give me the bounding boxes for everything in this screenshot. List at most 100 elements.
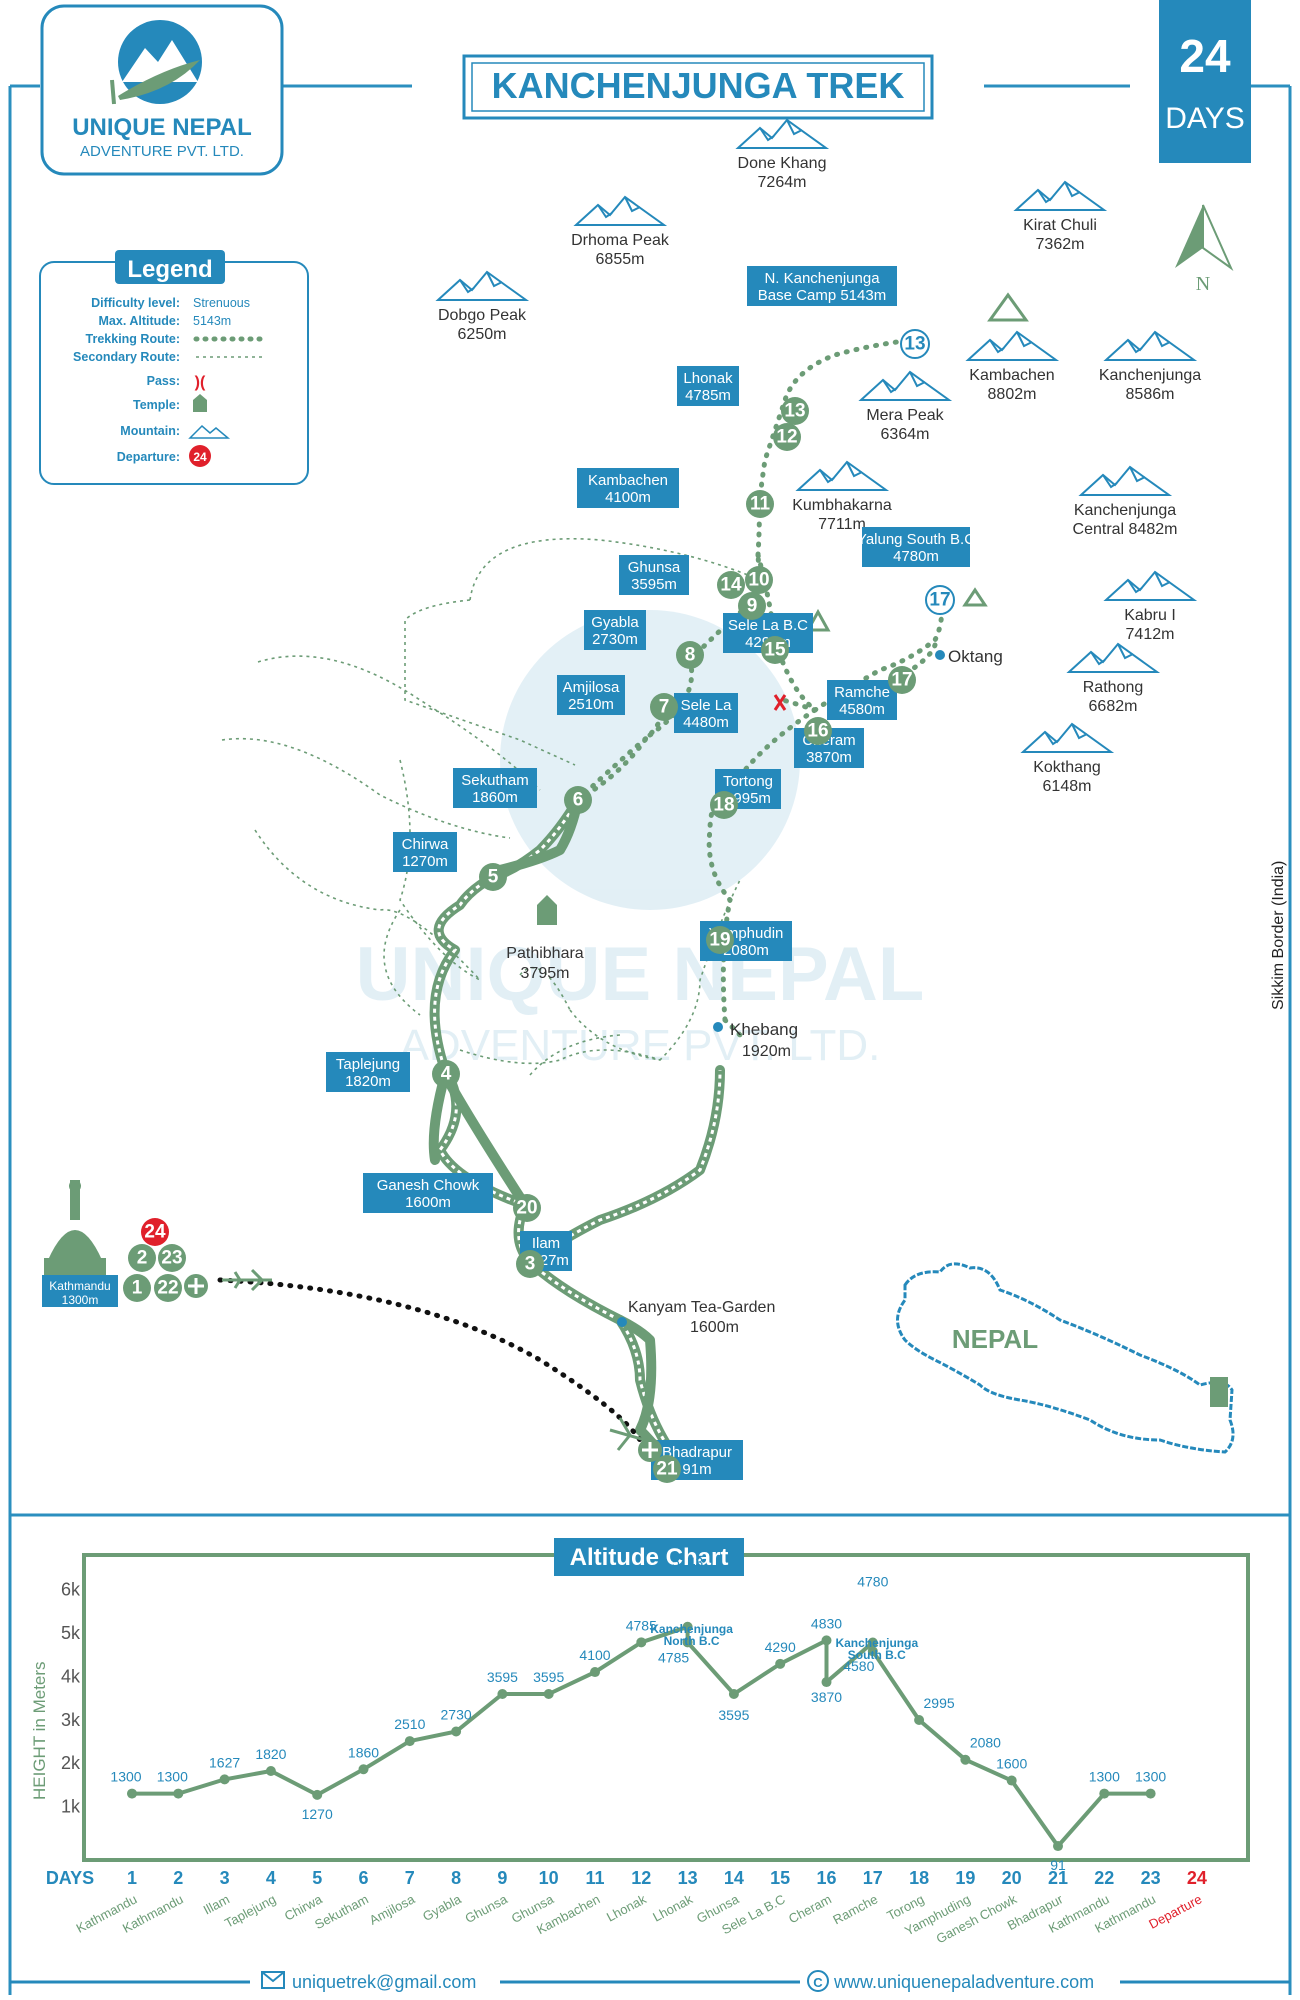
logo-line2: ADVENTURE PVT. LTD. <box>80 143 244 160</box>
place-khebang-name: Khebang <box>730 1020 798 1039</box>
plain-places: Oktang Pathibhara 3795m Khebang 1920m Ka… <box>506 292 1029 1336</box>
chart-x-tick: 4 <box>266 1868 276 1888</box>
chart-point <box>265 1766 276 1777</box>
svg-text:9: 9 <box>747 596 758 617</box>
chart-data-label: 3870 <box>811 1689 842 1705</box>
chart-data-label: 4785 <box>626 1617 657 1633</box>
chart-data-label: 4780 <box>857 1574 888 1590</box>
mountain-name: Mera Peak <box>866 407 944 424</box>
mountain-altitude: 8586m <box>1126 386 1175 403</box>
place-name: Sele La <box>681 697 733 714</box>
place-altitude: 4780m <box>893 548 939 565</box>
place-altitude: 1270m <box>402 853 448 870</box>
chart-x-tick: 1 <box>127 1868 137 1888</box>
place-altitude: 2730m <box>592 631 638 648</box>
footer-website: www.uniquenepaladventure.com <box>833 1972 1094 1992</box>
chart-point <box>728 1688 739 1699</box>
chart-place-name: Ghunsa <box>463 1891 511 1926</box>
day-node: 13 <box>781 397 809 425</box>
svg-text:10: 10 <box>748 570 769 591</box>
camp-icon <box>962 587 988 607</box>
chart-title: Altitude Chart <box>570 1544 729 1571</box>
camp-icon <box>987 292 1029 322</box>
day-node: 22 <box>154 1274 182 1302</box>
day-node: 11 <box>746 490 774 518</box>
chart-point <box>451 1726 462 1737</box>
chart-x-tick: 3 <box>220 1868 230 1888</box>
khebang-dot <box>713 1022 723 1032</box>
flight-route <box>217 1268 646 1451</box>
kathmandu-stupa-icon: Kathmandu 1300m <box>42 1180 118 1307</box>
svg-text:7: 7 <box>659 697 670 718</box>
chart-point <box>636 1637 647 1648</box>
mail-icon <box>261 1971 285 1989</box>
place-name: Sekutham <box>461 772 529 789</box>
mountain-icon <box>735 118 830 149</box>
day-node: 6 <box>564 786 592 814</box>
mountain-altitude: 7412m <box>1126 626 1175 643</box>
legend-label: Departure: <box>117 450 180 464</box>
mountain-icon <box>1020 722 1115 753</box>
chart-annotation: South B.C <box>848 1648 906 1662</box>
legend-label: Difficulty level: <box>91 296 180 310</box>
chart-data-label: 2995 <box>924 1695 955 1711</box>
svg-text:19: 19 <box>709 930 730 951</box>
chart-x-tick: 18 <box>909 1868 929 1888</box>
day-node: 19 <box>706 926 734 954</box>
chart-data-label: 4830 <box>811 1615 842 1631</box>
chart-point <box>867 1646 878 1657</box>
mountain-icon <box>1078 465 1173 496</box>
day-node: 18 <box>710 791 738 819</box>
mountain-name: Drhoma Peak <box>571 232 670 249</box>
mountain-altitude: 6855m <box>596 251 645 268</box>
day-node: 5 <box>479 863 507 891</box>
day-node: 12 <box>773 423 801 451</box>
chart-point <box>775 1658 786 1669</box>
mountain-altitude: 7711m <box>818 516 866 533</box>
legend-departure-value: 24 <box>193 450 207 464</box>
mountain-name: Kokthang <box>1033 759 1101 776</box>
place-name: Ramche <box>834 684 890 701</box>
chart-data-label: 2510 <box>394 1716 425 1732</box>
place-name: Sele La B.C <box>728 617 808 634</box>
chart-data-label: 4580 <box>843 1658 874 1674</box>
mountain-altitude: 6148m <box>1043 778 1092 795</box>
place-name: Ghunsa <box>628 559 681 576</box>
mountain-icon <box>858 370 953 401</box>
chart-data-label: 4290 <box>765 1639 796 1655</box>
page-frame <box>8 84 1292 1995</box>
chart-data-label: 1820 <box>255 1746 286 1762</box>
mountain-name: Rathong <box>1083 679 1144 696</box>
chart-x-tick: 20 <box>1002 1868 1022 1888</box>
svg-text:8: 8 <box>685 645 696 666</box>
chart-x-tick: 14 <box>724 1868 744 1888</box>
place-name: Yalung South B.C <box>857 531 975 548</box>
day-node: 7 <box>650 693 678 721</box>
svg-text:1: 1 <box>132 1278 143 1299</box>
mountain-altitude: Central 8482m <box>1073 521 1178 538</box>
chart-x-tick: 12 <box>631 1868 651 1888</box>
day-node: 24 <box>141 1218 169 1246</box>
legend-label: Secondary Route: <box>73 350 180 364</box>
svg-text:18: 18 <box>713 795 734 816</box>
chart-place-name: Illam <box>201 1891 232 1917</box>
days-label: DAYS <box>1165 102 1244 135</box>
chart-x-tick: 17 <box>863 1868 883 1888</box>
chart-point <box>682 1621 693 1632</box>
place-oktang: Oktang <box>948 647 1003 666</box>
place-name: Amjilosa <box>563 679 620 696</box>
day-node: 1 <box>123 1274 151 1302</box>
svg-text:C: C <box>813 1975 823 1990</box>
chart-data-label: 3595 <box>533 1669 564 1685</box>
legend-label: Mountain: <box>120 424 180 438</box>
